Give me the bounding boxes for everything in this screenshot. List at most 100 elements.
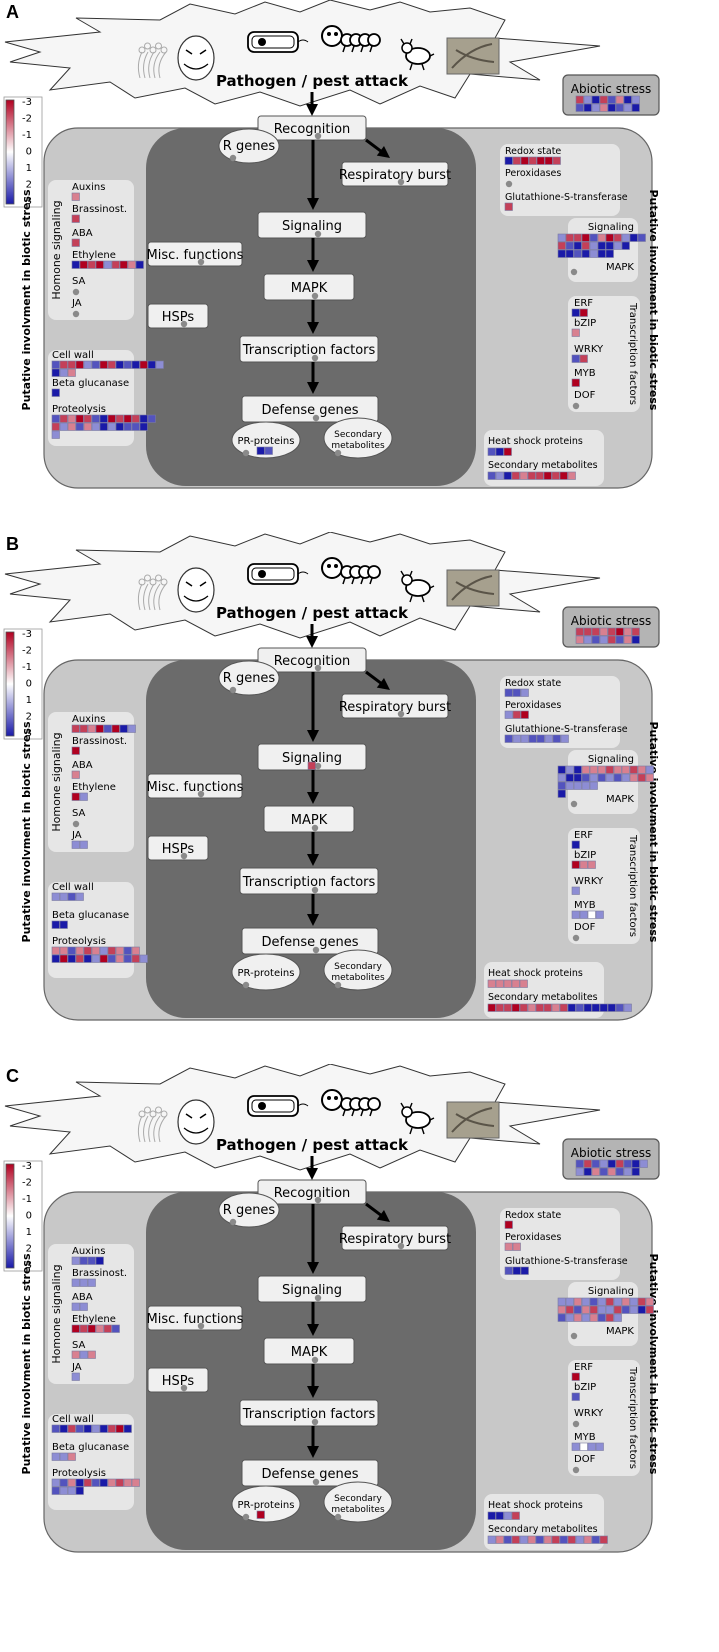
- sec-met-cell: [591, 1003, 600, 1012]
- respiratory-burst-node-label: Respiratory burst: [339, 1232, 451, 1247]
- sec-met-cell: [551, 1535, 560, 1544]
- gst-cell: [528, 734, 537, 743]
- beta_glucanase-cell: [67, 1452, 76, 1461]
- r-signaling-cell: [581, 1297, 590, 1306]
- aba-cell: [71, 238, 80, 247]
- secondary-metabolites-node-label: metabolites: [331, 973, 385, 983]
- sa-cell: [87, 1350, 96, 1359]
- dot-marker: [72, 288, 80, 296]
- abiotic-cell: [631, 627, 640, 636]
- r-genes-node-label: R genes: [223, 671, 276, 686]
- myb-heatmap: [571, 910, 604, 919]
- r-signaling-cell: [605, 233, 614, 242]
- caterpillar-icon: [321, 1089, 381, 1117]
- wrky-cell: [571, 886, 580, 895]
- r-signaling-cell: [589, 241, 598, 250]
- dot-marker: [314, 132, 322, 140]
- abiotic-cell: [599, 635, 608, 644]
- r-signaling-cell: [605, 1297, 614, 1306]
- bzip-cell: [571, 1392, 580, 1401]
- proteolysis-cell: [83, 414, 92, 423]
- sec-met-cell: [495, 471, 504, 480]
- r-signaling-cell: [645, 1297, 654, 1306]
- peroxidases-cell: [520, 710, 529, 719]
- cell_wall-cell: [115, 1424, 124, 1433]
- r-signaling-cell: [581, 1313, 590, 1322]
- erf-heatmap: [571, 1372, 580, 1381]
- peroxidases-heatmap: [504, 710, 529, 719]
- myb-cell: [595, 910, 604, 919]
- arrow-head: [307, 322, 319, 334]
- myb-heatmap: [571, 1442, 604, 1451]
- dot-marker: [242, 449, 250, 457]
- cell_wall-cell: [91, 1424, 100, 1433]
- nematode-photo: [446, 1101, 500, 1139]
- sec-met-cell: [487, 471, 496, 480]
- erf-heatmap: [571, 840, 580, 849]
- legend-tick: -1: [22, 130, 32, 141]
- hsps-node-label: HSPs: [162, 842, 195, 857]
- r-signaling-cell: [557, 1313, 566, 1322]
- r-signaling-cell: [573, 1313, 582, 1322]
- proteolysis-cell: [139, 414, 148, 423]
- r-signaling-heatmap: [557, 1297, 654, 1322]
- cell_wall-cell: [59, 368, 68, 377]
- sec-met-cell: [527, 1535, 536, 1544]
- erf-cell: [579, 308, 588, 317]
- redox-cell: [528, 156, 537, 165]
- arrow-head: [306, 104, 318, 116]
- fungus-icon: [137, 1106, 168, 1143]
- cell-inner: [146, 660, 476, 1018]
- redox-cell: [512, 688, 521, 697]
- sec-met-cell: [543, 471, 552, 480]
- abiotic-cell: [599, 1167, 608, 1176]
- myb-cell: [579, 910, 588, 919]
- defense-genes-node: Defense genes: [241, 927, 379, 955]
- myb-heatmap: [571, 378, 580, 387]
- microbe-face-icon: [177, 1099, 215, 1145]
- sec-met-cell: [519, 1535, 528, 1544]
- aba-cell: [79, 1302, 88, 1311]
- gst-label: Glutathione-S-transferase: [505, 724, 628, 735]
- r-signaling-cell: [573, 773, 582, 782]
- proteolysis-cell: [139, 954, 148, 963]
- abiotic-cell: [623, 1167, 632, 1176]
- abiotic-cell: [607, 635, 616, 644]
- r-signaling-cell: [557, 773, 566, 782]
- abiotic-cell: [583, 1167, 592, 1176]
- r-signaling-cell: [613, 1305, 622, 1314]
- pr-proteins-node: PR-proteins: [231, 953, 301, 991]
- pathogen-starburst: [4, 1063, 601, 1171]
- beta-glucanase-label: Beta glucanase: [52, 378, 129, 389]
- auxins-cell: [87, 724, 96, 733]
- arrow-head: [307, 914, 319, 926]
- r-signaling-cell: [557, 1305, 566, 1314]
- sec-met-cell: [519, 1003, 528, 1012]
- r-genes-node-label: R genes: [223, 139, 276, 154]
- ethylene-heatmap: [71, 792, 88, 801]
- pathogen-starburst: [4, 531, 601, 639]
- signaling-center-heatmap: [307, 761, 316, 770]
- proteolysis-cell: [107, 954, 116, 963]
- proteolysis-cell: [51, 1478, 60, 1487]
- signaling-node: Signaling: [257, 211, 367, 239]
- sa-heatmap: [71, 1350, 96, 1359]
- myb-cell: [587, 910, 596, 919]
- sec-met-cell: [535, 471, 544, 480]
- abiotic-stress-box: Abiotic stress: [562, 606, 660, 648]
- ethylene-cell: [71, 792, 80, 801]
- dot-marker: [242, 1513, 250, 1521]
- proteolysis-cell: [67, 1486, 76, 1495]
- defense-genes-node-label: Defense genes: [262, 403, 359, 418]
- r-signaling-cell: [613, 773, 622, 782]
- abiotic-stress-label: Abiotic stress: [571, 1146, 651, 1160]
- sec-met-cell: [527, 1003, 536, 1012]
- r-signaling-cell: [565, 781, 574, 790]
- myb-cell: [595, 1442, 604, 1451]
- cell_wall-cell: [67, 360, 76, 369]
- transcription-factors-node-label: Transcription factors: [242, 343, 376, 358]
